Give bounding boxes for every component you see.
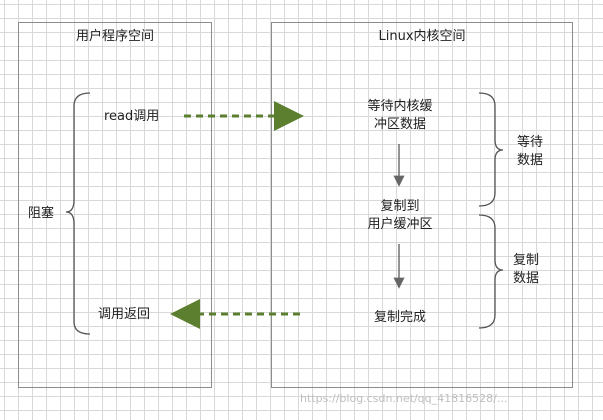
call-return-label: 调用返回 [98,307,151,322]
step-copy-complete: 复制完成 [373,310,426,325]
kernel-space-title: Linux内核空间 [378,29,466,44]
step-copy-line2: 用户缓冲区 [367,217,433,232]
copy-data-brace [478,214,504,329]
blocking-label: 阻塞 [28,206,55,221]
phase-wait-data-line1: 等待 [516,135,543,150]
user-space-title: 用户程序空间 [75,29,154,44]
phase-copy-data-line1: 复制 [512,253,539,268]
phase-wait-data-line2: 数据 [516,153,543,168]
step-wait-buffer-line2: 冲区数据 [373,117,426,132]
blocking-brace [65,92,91,335]
read-call-label: read调用 [104,109,160,124]
user-space-panel [18,22,212,388]
watermark: https://blog.csdn.net/qq_41816528/... [300,392,508,405]
phase-copy-data-line2: 数据 [512,271,539,286]
step-copy-line1: 复制到 [380,199,420,214]
step-wait-buffer-line1: 等待内核缓 [367,99,433,114]
wait-data-brace [478,92,504,207]
kernel-space-panel [271,22,573,388]
